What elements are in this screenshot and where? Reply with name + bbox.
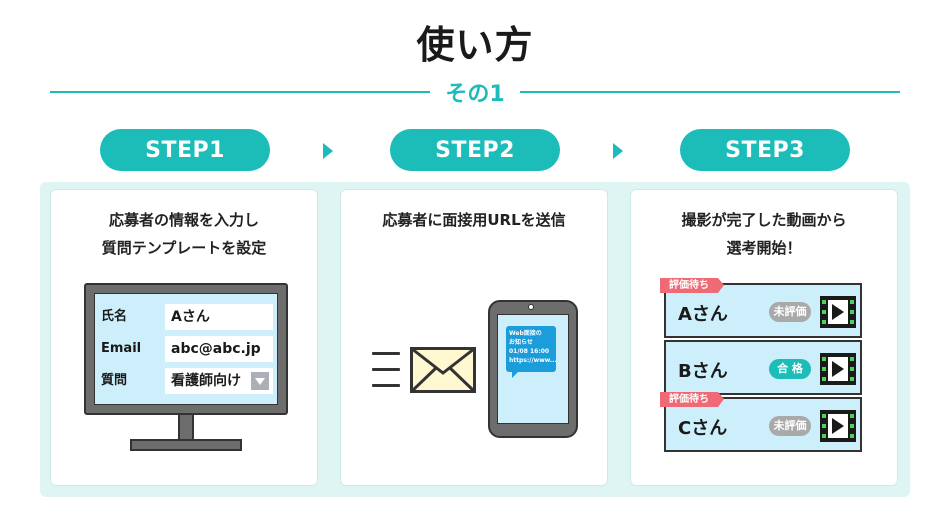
message-line3: 01/08 16:00	[509, 348, 550, 355]
video-icon	[820, 353, 856, 385]
step2-desc-line1: 応募者に面接用URLを送信	[382, 211, 566, 229]
step3-desc-line2: 選考開始！	[726, 239, 802, 257]
question-select-value: 看護師向け	[171, 373, 241, 389]
step3-desc-line1: 撮影が完了した動画から	[681, 211, 847, 229]
speed-line	[372, 352, 400, 355]
subtitle-line-left	[50, 91, 430, 93]
phone-screen: Web面接の お知らせ 01/08 16:00 https://www...	[497, 314, 569, 424]
chevron-right-icon	[613, 143, 623, 159]
page-title: 使い方	[416, 23, 534, 67]
form-row-name: 氏名 Aさん	[101, 304, 273, 330]
step1-desc-line2: 質問テンプレートを設定	[101, 239, 267, 257]
candidate-name: Bさん	[678, 361, 728, 382]
speed-line	[372, 368, 400, 371]
speed-line	[372, 384, 400, 387]
step2-pill: STEP2	[390, 129, 560, 171]
step3-pill: STEP3	[680, 129, 850, 171]
question-select: 看護師向け	[165, 368, 273, 394]
form-row-email: Email abc@abc.jp	[101, 336, 273, 362]
monitor-illustration: 氏名 Aさん Email abc@abc.jp 質問 看護師向け	[84, 283, 288, 415]
message-bubble: Web面接の お知らせ 01/08 16:00 https://www...	[506, 326, 557, 372]
candidate-name: Cさん	[678, 418, 728, 439]
question-label: 質問	[101, 373, 128, 388]
step1-desc-line1: 応募者の情報を入力し	[108, 211, 259, 229]
name-label: 氏名	[101, 309, 128, 324]
entry-form: 氏名 Aさん Email abc@abc.jp 質問 看護師向け	[94, 293, 278, 405]
message-line1: Web面接の	[509, 330, 542, 337]
monitor-stand	[130, 439, 242, 451]
video-icon	[820, 410, 856, 442]
video-icon	[820, 296, 856, 328]
status-badge: 合 格	[769, 359, 811, 379]
name-field: Aさん	[165, 304, 273, 330]
monitor-neck	[178, 415, 194, 441]
message-bubble-tail	[512, 372, 518, 378]
subtitle-line-right	[520, 91, 900, 93]
form-row-question: 質問 看護師向け	[101, 368, 273, 394]
candidate-card-a: 評価待ち Aさん 未評価	[660, 278, 862, 338]
message-line4: https://www...	[509, 357, 557, 364]
envelope-icon	[410, 347, 476, 393]
status-badge: 未評価	[769, 302, 811, 322]
awaiting-review-tag: 評価待ち	[660, 278, 724, 293]
candidate-card-c: 評価待ち Cさん 未評価	[660, 392, 862, 452]
subtitle: その1	[445, 82, 505, 107]
dropdown-arrow-icon	[251, 372, 269, 390]
email-field: abc@abc.jp	[165, 336, 273, 362]
awaiting-review-tag: 評価待ち	[660, 392, 724, 407]
status-badge: 未評価	[769, 416, 811, 436]
candidate-name: Aさん	[678, 304, 728, 325]
chevron-right-icon	[323, 143, 333, 159]
candidate-card-b: Bさん 合 格	[664, 340, 862, 395]
message-line2: お知らせ	[509, 339, 533, 346]
phone-camera	[528, 304, 534, 310]
step1-pill: STEP1	[100, 129, 270, 171]
email-label: Email	[101, 341, 142, 356]
smartphone-illustration: Web面接の お知らせ 01/08 16:00 https://www...	[488, 300, 578, 438]
